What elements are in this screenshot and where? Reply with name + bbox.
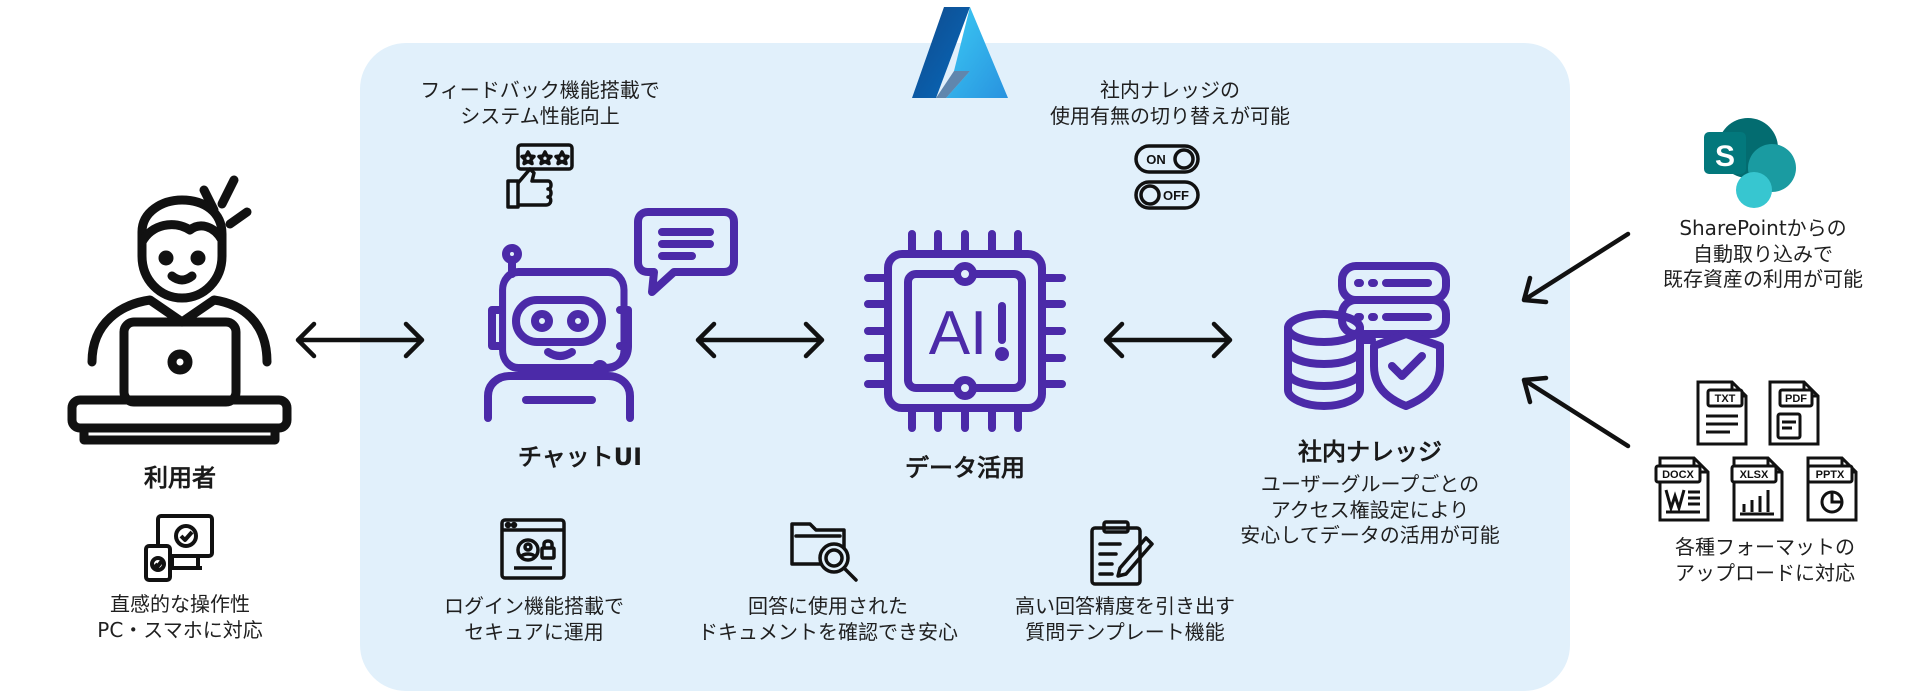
database-shield-icon xyxy=(1284,262,1450,410)
pdf-file-icon: PDF xyxy=(1768,380,1820,446)
user-title: 利用者 xyxy=(144,464,216,492)
xlsx-file-icon: XLSX xyxy=(1730,456,1784,522)
internal-knowledge-title: 社内ナレッジ xyxy=(1298,438,1442,466)
user-caption: 直感的な操作性 PC・スマホに対応 xyxy=(97,592,263,642)
devices-icon xyxy=(144,514,214,582)
clipboard-template-icon xyxy=(1090,520,1154,586)
docx-file-label: DOCX xyxy=(1662,469,1694,481)
xlsx-file-label: XLSX xyxy=(1740,469,1769,481)
pptx-file-label: PPTX xyxy=(1816,469,1845,481)
formats-caption: 各種フォーマットの アップロードに対応 xyxy=(1675,535,1855,585)
sharepoint-arrow-icon xyxy=(1521,231,1631,305)
login-screen-icon xyxy=(500,518,566,580)
data-utilization-title: データ活用 xyxy=(905,454,1025,482)
ai-chip-icon: AI xyxy=(864,230,1066,432)
bidirectional-arrow-icon xyxy=(695,321,825,359)
rating-thumbs-up-icon xyxy=(506,143,574,209)
template-caption: 高い回答精度を引き出す 質問テンプレート機能 xyxy=(1015,594,1235,644)
bidirectional-arrow-icon xyxy=(295,321,425,359)
bidirectional-arrow-icon xyxy=(1103,321,1233,359)
feedback-caption: フィードバック機能搭載で システム性能向上 xyxy=(420,78,660,128)
txt-file-label: TXT xyxy=(1715,393,1736,405)
formats-arrow-icon xyxy=(1521,375,1631,449)
on-off-toggle-icon: ON OFF xyxy=(1134,144,1200,210)
docx-file-icon: DOCX xyxy=(1654,456,1710,522)
sharepoint-caption: SharePointからの 自動取り込みで 既存資産の利用が可能 xyxy=(1663,216,1863,292)
user-at-laptop-icon xyxy=(67,175,292,445)
pptx-file-icon: PPTX xyxy=(1806,456,1858,522)
chatbot-robot-icon xyxy=(484,208,738,422)
sharepoint-logo-letter: S xyxy=(1715,140,1735,173)
folder-search-icon xyxy=(790,522,858,582)
txt-file-icon: TXT xyxy=(1696,380,1748,446)
chat-ui-title: チャットUI xyxy=(517,443,643,471)
toggle-caption: 社内ナレッジの 使用有無の切り替えが可能 xyxy=(1050,78,1290,128)
ai-chip-label: AI xyxy=(929,299,988,368)
pdf-file-label: PDF xyxy=(1785,393,1807,405)
toggle-off-label: OFF xyxy=(1163,188,1189,203)
knowledge-caption: ユーザーグループごとの アクセス権設定により 安心してデータの活用が可能 xyxy=(1240,472,1500,548)
azure-logo-icon xyxy=(912,7,1008,98)
answer-doc-caption: 回答に使用された ドキュメントを確認でき安心 xyxy=(698,594,958,644)
login-caption: ログイン機能搭載で セキュアに運用 xyxy=(444,594,624,644)
toggle-on-label: ON xyxy=(1146,152,1166,167)
sharepoint-logo-icon: S xyxy=(1704,118,1796,208)
